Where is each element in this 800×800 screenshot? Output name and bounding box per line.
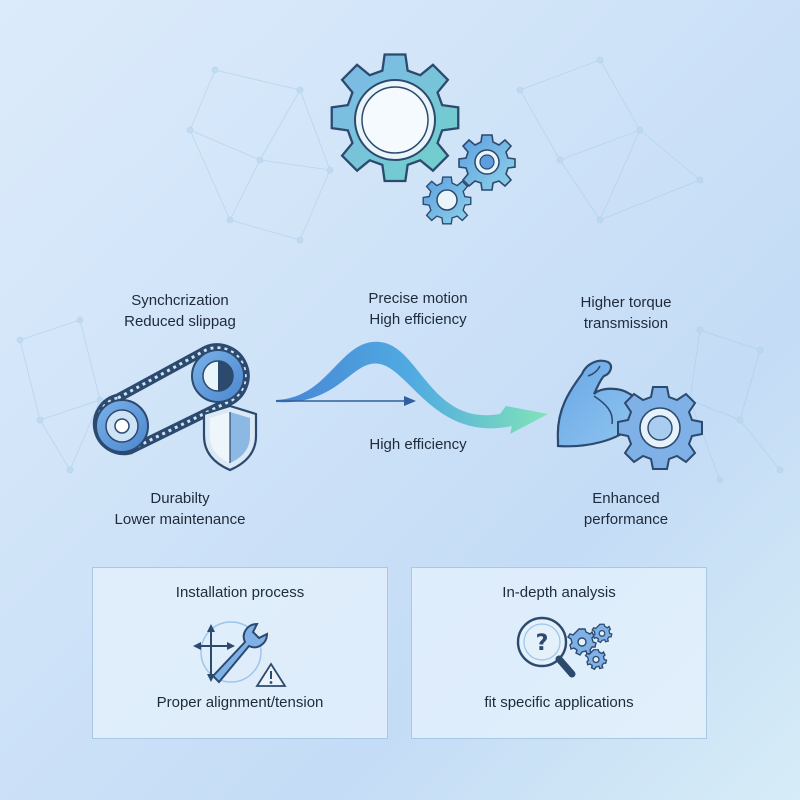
installation-title: Installation process <box>175 584 305 601</box>
wrench-icon <box>193 621 287 687</box>
arm-gear-icon <box>617 386 703 470</box>
analysis-gear-icon <box>567 628 597 656</box>
shield-icon <box>202 404 258 472</box>
analysis-panel: In-depth analysis ? fit specific applica… <box>411 567 707 739</box>
flexed-arm-icon <box>556 359 703 470</box>
efficiency-mid-label: High efficiency <box>369 436 467 453</box>
installation-panel: Installation process Proper alignment/te… <box>92 567 388 739</box>
small-gear-icon <box>422 176 472 225</box>
analysis-title: In-depth analysis <box>502 584 616 601</box>
analysis-caption: fit specific applications <box>484 694 634 711</box>
gear-cluster-icon <box>330 53 516 225</box>
timing-belt-pulley-icon <box>92 343 250 456</box>
svg-text:?: ? <box>536 631 549 656</box>
wave-arrow-icon <box>276 341 548 434</box>
magnifier-question-icon: ? <box>516 616 613 678</box>
installation-caption: Proper alignment/tension <box>156 694 324 711</box>
large-gear-icon <box>330 53 460 183</box>
medium-gear-icon <box>458 134 516 191</box>
